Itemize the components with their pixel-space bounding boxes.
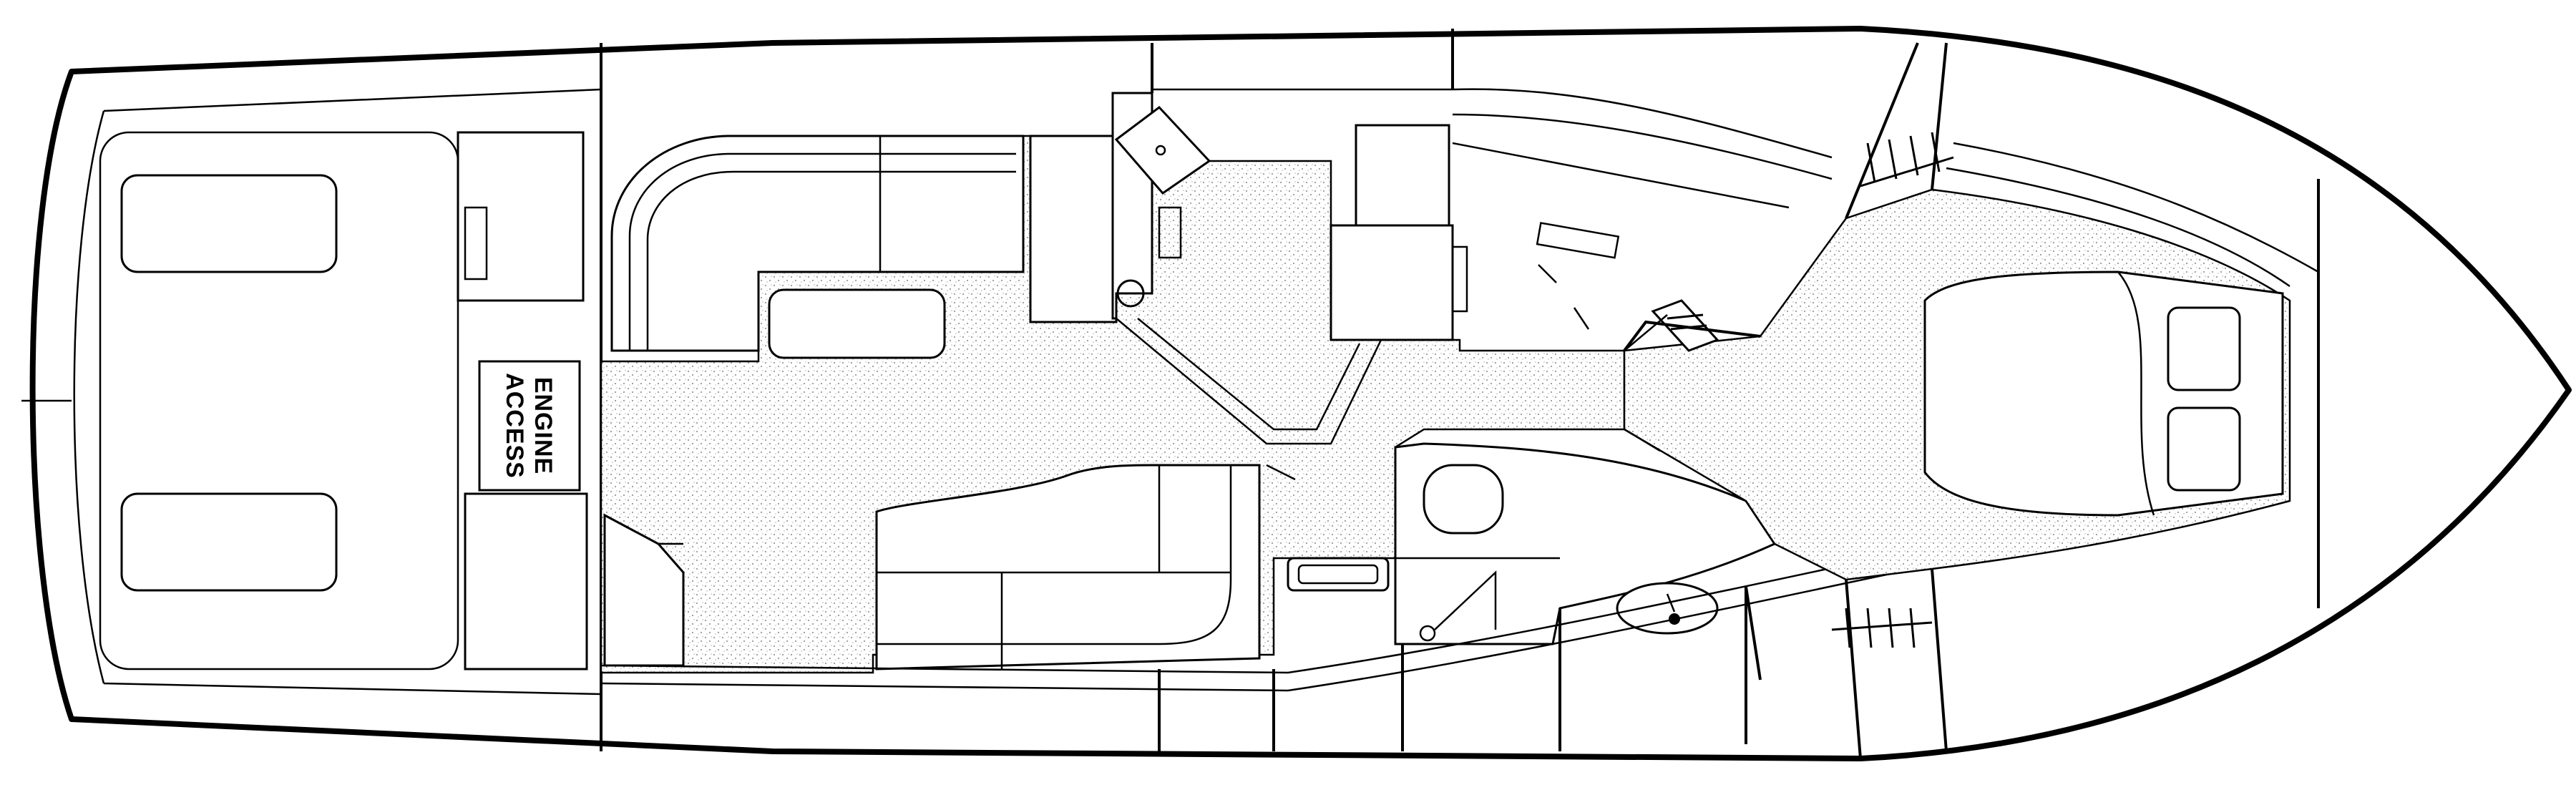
- cockpit-deck: [99, 131, 459, 670]
- salon-aft-corner: [603, 513, 685, 667]
- door-swing-1: [1538, 264, 1668, 452]
- forward-cabin-wall-lower: [1745, 568, 1948, 759]
- salon-settee-starboard-trim: [877, 465, 1232, 645]
- salon-settee-starboard: [875, 464, 1261, 670]
- cockpit-cabinet-port: [457, 131, 585, 302]
- shower-door-swing: [1434, 570, 1497, 630]
- head-toilet: [1423, 464, 1504, 535]
- vanity-sink: [1616, 582, 1719, 635]
- hull-side-rails-upper-fwd: [1946, 142, 2319, 288]
- engine-label-line2: ACCESS: [501, 373, 528, 479]
- engine-access-label: ENGINE ACCESS: [501, 373, 557, 479]
- hanging-locker-starboard: [1831, 608, 1933, 648]
- galley-sink-lower-basin: [1297, 564, 1379, 585]
- engine-label-line1: ENGINE: [530, 377, 557, 474]
- dinette-seat: [1330, 224, 1454, 341]
- step-ladder: [1536, 222, 1620, 259]
- cockpit-cabinet-port-inner: [464, 206, 488, 281]
- dinette-step: [1451, 245, 1468, 313]
- cockpit-hatch-port: [120, 174, 338, 273]
- shower-drain-icon: [1419, 625, 1436, 642]
- berth-pillow-2: [2167, 406, 2241, 492]
- dinette-upper: [1355, 124, 1450, 227]
- galley-sink-drain-icon: [1155, 145, 1166, 156]
- forward-cabin-wall-upper: [1623, 42, 1948, 352]
- hull-side-rails-upper: [1452, 88, 1833, 209]
- inner-hull-line: [73, 88, 602, 696]
- galley-sink-lower: [1287, 557, 1390, 592]
- cockpit-hatch-starboard: [120, 492, 338, 592]
- salon-settee-port: [610, 135, 1025, 352]
- engine-access-hatch: [478, 360, 581, 492]
- galley-angled-counter-inner: [1137, 318, 1361, 431]
- galley-burner-icon: [1116, 279, 1145, 308]
- cockpit-cabinet-starboard: [464, 492, 588, 670]
- galley-counter: [1029, 135, 1118, 323]
- galley-appliance: [1158, 206, 1182, 259]
- berth-pillow-1: [2167, 306, 2241, 391]
- salon-table: [768, 288, 946, 359]
- galley-sink: [1114, 105, 1211, 195]
- v-berth-fold: [2117, 271, 2155, 516]
- salon-settee-port-trim: [628, 152, 1016, 351]
